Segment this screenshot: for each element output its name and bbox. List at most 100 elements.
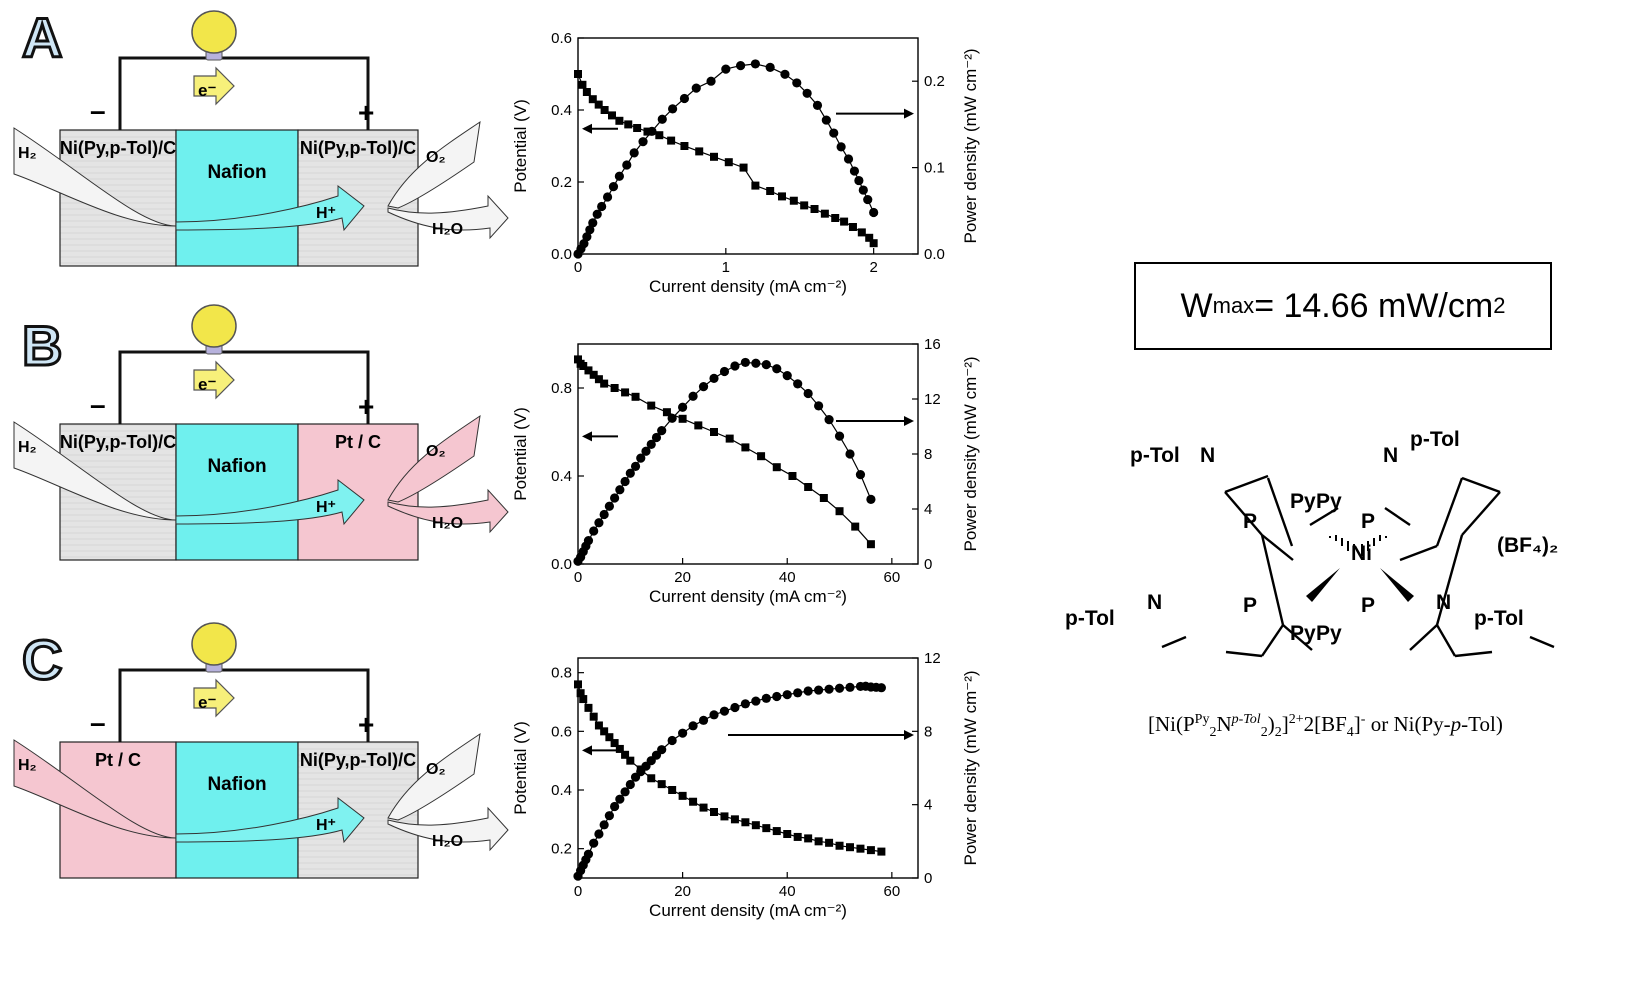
p-label-3: P [1243, 594, 1257, 617]
formula-part: 2[BF [1303, 712, 1347, 736]
potential-point [589, 712, 598, 721]
x-tick-label: 0 [574, 569, 582, 586]
potential-point [820, 209, 829, 218]
potential-point [633, 124, 642, 132]
proton-label: H⁺ [316, 499, 336, 516]
x-tick-label: 60 [884, 569, 901, 586]
potential-point [680, 142, 689, 150]
wmax-prefix: W [1180, 286, 1213, 325]
potential-point [574, 355, 582, 364]
formula-part: ] [1353, 712, 1361, 736]
light-bulb-icon [191, 622, 237, 666]
py-label-3: Py [1290, 622, 1316, 645]
external-wire [118, 56, 370, 130]
power-point [602, 192, 613, 202]
p-label-2: P [1361, 510, 1375, 533]
power-point [750, 59, 760, 69]
potential-point [600, 727, 609, 736]
minus-sign: – [90, 707, 106, 738]
electron-arrow-icon [193, 360, 235, 400]
cathode-label: Ni(Py,p-Tol)/C [300, 138, 416, 158]
potential-point [678, 791, 687, 800]
potential-point [804, 483, 813, 491]
formula-sub: 2 [1274, 725, 1282, 741]
power-point [585, 225, 595, 235]
x-tick-label: 0 [574, 259, 582, 276]
formula-part: ) [1267, 712, 1275, 736]
h2o-arrow [387, 194, 509, 240]
power-point [829, 128, 839, 138]
power-point [803, 686, 813, 696]
formula-part: [Ni(P [1148, 712, 1195, 736]
power-point [814, 685, 824, 695]
potential-point [610, 384, 619, 392]
power-point [615, 794, 625, 804]
power-point [622, 160, 632, 170]
x-tick-label: 20 [674, 569, 691, 586]
potential-point [762, 824, 771, 833]
power-point [821, 115, 831, 125]
y-axis-label: Potential (V) [511, 99, 530, 193]
membrane-label: Nafion [207, 456, 266, 477]
x-tick-label: 1 [722, 259, 730, 276]
potential-point [578, 80, 587, 89]
panel-letter-a: A [20, 6, 63, 69]
potential-point [800, 201, 809, 210]
py-label-2: Py [1316, 490, 1342, 513]
potential-point [739, 163, 748, 172]
x-tick-label: 40 [779, 569, 796, 586]
potential-point [594, 375, 603, 384]
nickel-complex-structure: p-Tol N P Py Ni Py P N p-Tol P Py Py P N… [1065, 428, 1558, 658]
wmax-superscript: 2 [1493, 293, 1506, 318]
y2-axis-label: Power density (mW cm⁻²) [961, 48, 980, 243]
arrow-head-left [582, 745, 592, 756]
potential-point [615, 116, 624, 125]
power-point [608, 182, 619, 192]
y-tick-label: 0.8 [551, 380, 572, 397]
anode-label: Pt / C [95, 750, 141, 770]
potential-point [866, 846, 875, 855]
power-point [751, 696, 761, 706]
power-point [863, 194, 873, 205]
cell-diagram-a: e⁻–+H₂H⁺O₂H₂ONi(Py,p-Tol)/CNafionNi(Py,p… [13, 10, 509, 267]
power-point [625, 468, 635, 478]
nafion-block [175, 423, 299, 561]
potential-point [757, 452, 766, 461]
potential-point [594, 721, 603, 730]
power-point [651, 432, 662, 443]
power-point [719, 706, 730, 716]
potential-point [600, 106, 609, 114]
potential-point [814, 837, 823, 846]
potential-point [766, 187, 775, 195]
potential-point [579, 362, 588, 370]
h2-label: H₂ [18, 757, 37, 774]
power-point [599, 820, 609, 830]
potential-point [724, 158, 733, 167]
x-axis-label: Current density (mA cm⁻²) [649, 901, 847, 920]
power-point [698, 382, 709, 392]
external-wire [118, 350, 370, 424]
potential-point [694, 421, 703, 430]
structure-bonds [1161, 474, 1555, 658]
ptol-label-2: p-Tol [1410, 428, 1460, 451]
y2-tick-label: 0.1 [924, 160, 945, 177]
potential-point [588, 95, 597, 104]
potential-point [810, 205, 819, 213]
series-line-left [577, 359, 872, 545]
y-tick-label: 0.2 [551, 174, 572, 191]
plot-frame [577, 657, 919, 879]
y2-tick-label: 8 [924, 723, 932, 740]
h2o-label: H₂O [432, 221, 463, 238]
power-point [629, 148, 639, 158]
power-point [843, 154, 854, 164]
power-point [698, 715, 709, 725]
potential-point [751, 181, 760, 190]
power-point [630, 461, 641, 471]
power-point [812, 100, 823, 110]
y-tick-label: 0.0 [551, 556, 572, 573]
y2-tick-label: 16 [924, 336, 941, 353]
y-axis-label: Potential (V) [511, 721, 530, 815]
py-label-4: Py [1316, 622, 1342, 645]
